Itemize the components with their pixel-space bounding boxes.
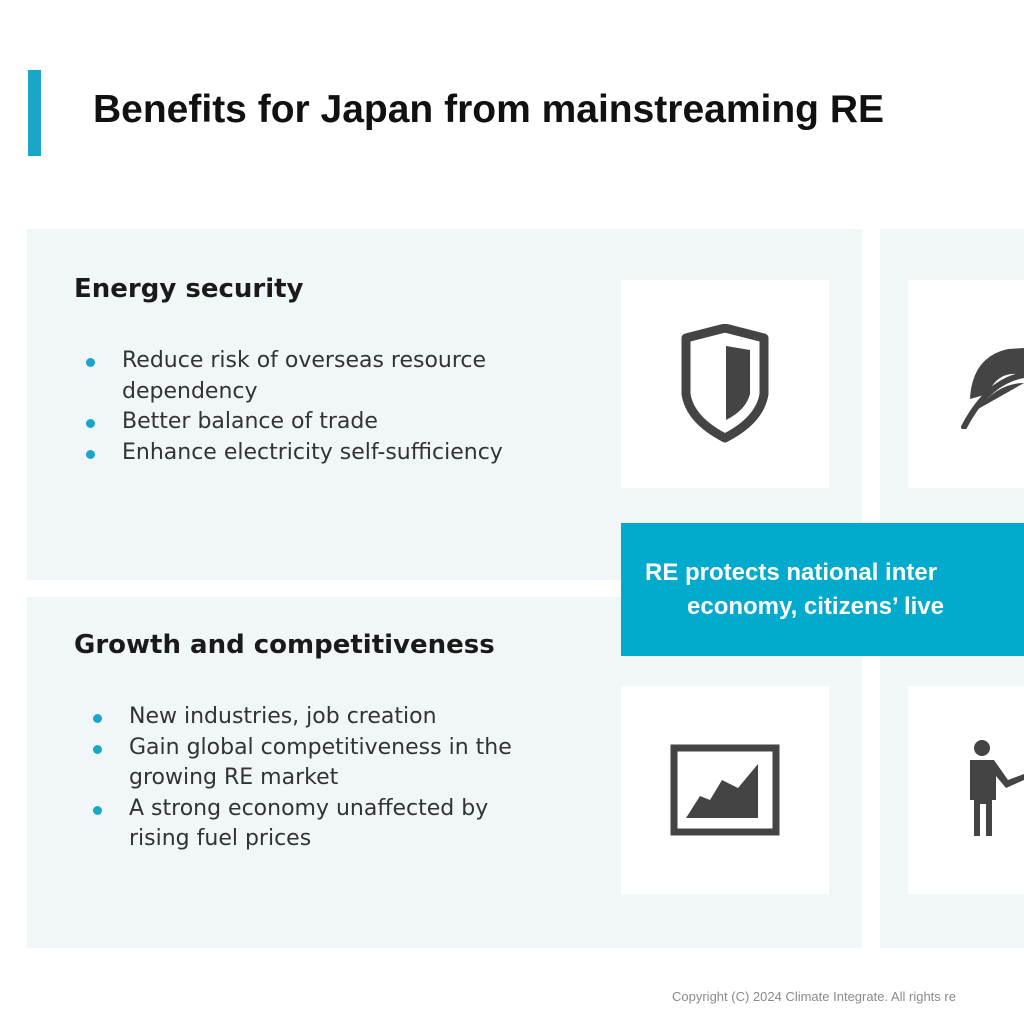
bullet-list: Reduce risk of overseas resource depende… [86, 346, 542, 469]
list-item: Reduce risk of overseas resource depende… [86, 346, 542, 407]
page-title: Benefits for Japan from mainstreaming RE [93, 88, 885, 131]
leaf-tile [908, 280, 1024, 488]
list-item: Gain global competitiveness in the growi… [93, 733, 549, 794]
copyright-notice: Copyright (C) 2024 Climate Integrate. Al… [672, 989, 956, 1004]
person-tile [908, 686, 1024, 894]
list-item: Enhance electricity self-sufficiency [86, 438, 542, 469]
key-message-banner: RE protects national inter economy, citi… [621, 523, 1024, 656]
banner-line-2: economy, citizens’ live [687, 593, 944, 620]
section-heading: Growth and competitiveness [74, 630, 495, 660]
list-item: A strong economy unaffected by rising fu… [93, 794, 549, 855]
person-presenting-icon [970, 740, 1024, 836]
section-heading: Energy security [74, 274, 304, 304]
bullet-list: New industries, job creation Gain global… [93, 702, 549, 855]
shield-icon [681, 324, 769, 443]
leaf-icon [961, 348, 1024, 429]
banner-line-1: RE protects national inter [645, 559, 938, 586]
shield-tile [621, 280, 829, 488]
list-item: New industries, job creation [93, 702, 549, 733]
chart-icon [670, 744, 780, 836]
chart-tile [621, 686, 829, 894]
title-accent-bar [28, 70, 41, 156]
list-item: Better balance of trade [86, 407, 542, 438]
